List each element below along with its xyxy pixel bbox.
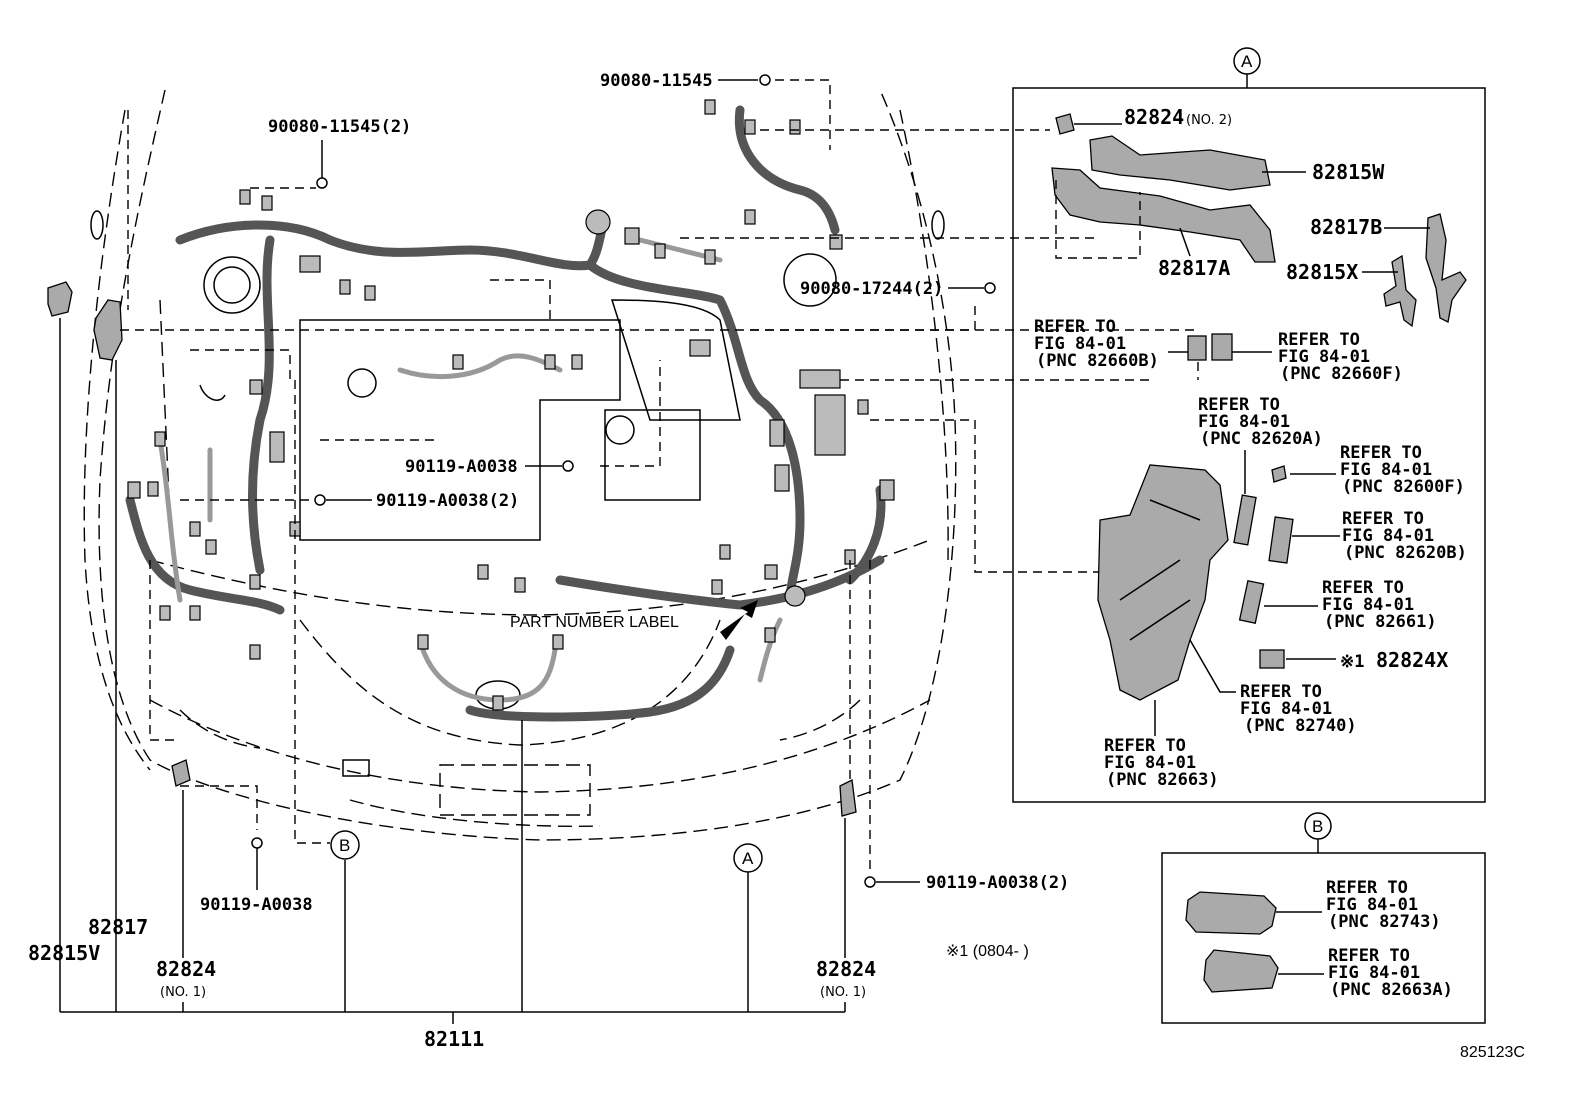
- car-body-outline: [83, 89, 957, 841]
- panel-b-title: B: [1312, 817, 1323, 836]
- part-82824x-prefix: ※1: [1340, 652, 1364, 672]
- circle-a-letter: A: [742, 849, 754, 868]
- part-82824-right-label: 82824: [816, 957, 876, 981]
- ref-82600f-l2: FIG 84-01: [1340, 460, 1432, 480]
- part-82815v-label: 82815V: [28, 941, 100, 965]
- ref-82661-l1: REFER TO: [1322, 578, 1404, 598]
- circle-a-marker: [733, 843, 763, 873]
- ref-82663-l2: FIG 84-01: [1104, 753, 1196, 773]
- leader-lines-solid: [59, 79, 984, 1024]
- ref-82743-l1: REFER TO: [1326, 878, 1408, 898]
- part-82815x-label: 82815X: [1286, 260, 1358, 284]
- junction-box-shape: [1097, 464, 1229, 701]
- part-82817b-label: 82817B: [1310, 215, 1382, 239]
- ref-82620b-l3: (PNC 82620B): [1344, 543, 1467, 563]
- ref-82740-l3: (PNC 82740): [1244, 716, 1357, 736]
- ref-82620b-l2: FIG 84-01: [1342, 526, 1434, 546]
- ref-82620a-l1: REFER TO: [1198, 395, 1280, 415]
- ref-82661-l3: (PNC 82661): [1324, 612, 1437, 632]
- main-view-labels: 90080-11545 90080-11545(2) 90080-17244(2…: [28, 71, 1525, 1061]
- ref-82660b-l3: (PNC 82660B): [1036, 351, 1159, 371]
- left-clip-parts: [47, 281, 857, 817]
- panel-a: A 82824 (NO. 2) 82815W 82817A 82817B 828…: [1012, 47, 1486, 803]
- panel-b-frame: [1161, 852, 1486, 1024]
- ref-82743-l2: FIG 84-01: [1326, 895, 1418, 915]
- relay-82660b-shape: [1187, 335, 1207, 361]
- ref-82663a-l3: (PNC 82663A): [1330, 980, 1453, 1000]
- part-82817-label: 82817: [88, 915, 148, 939]
- part-82824-no2-label: 82824: [1124, 105, 1184, 129]
- note-x1-date: ※1 (0804- ): [946, 943, 1029, 960]
- part-82111-label: 82111: [424, 1027, 484, 1051]
- ref-82620a-l3: (PNC 82620A): [1200, 429, 1323, 449]
- panel-b: B REFER TO FIG 84-01 (PNC 82743) REFER T…: [1161, 812, 1486, 1024]
- ref-82600f-l1: REFER TO: [1340, 443, 1422, 463]
- fuse-82620b-shape: [1268, 516, 1294, 564]
- part-82824-no2-shape: [1055, 113, 1075, 135]
- ref-82663-l1: REFER TO: [1104, 736, 1186, 756]
- ref-82660f-l2: FIG 84-01: [1278, 347, 1370, 367]
- relay-82824x-shape: [1259, 649, 1285, 669]
- ref-82620b-l1: REFER TO: [1342, 509, 1424, 529]
- figure-code: 825123C: [1460, 1044, 1525, 1061]
- panel-a-frame: [1012, 87, 1486, 803]
- part-number-arrow: [720, 600, 758, 640]
- bolt-label-90080-11545-2: 90080-11545(2): [268, 117, 411, 137]
- ref-82663a-l1: REFER TO: [1328, 946, 1410, 966]
- ref-82600f-l3: (PNC 82600F): [1342, 477, 1465, 497]
- ref-82660b-l1: REFER TO: [1034, 317, 1116, 337]
- bolt-label-90080-11545: 90080-11545: [600, 71, 713, 91]
- part-82824-no2-sub: (NO. 2): [1186, 113, 1232, 128]
- ref-82661-l2: FIG 84-01: [1322, 595, 1414, 615]
- ref-82620a-l2: FIG 84-01: [1198, 412, 1290, 432]
- ref-82660f-l1: REFER TO: [1278, 330, 1360, 350]
- part-82815w-label: 82815W: [1312, 160, 1385, 184]
- fuse-box-82663a-shape: [1203, 949, 1279, 993]
- ref-82740-l2: FIG 84-01: [1240, 699, 1332, 719]
- part-number-label-text: PART NUMBER LABEL: [510, 614, 679, 631]
- part-82817a-shape: [1051, 167, 1276, 263]
- bolt-label-90119-a0038-bottom: 90119-A0038: [200, 895, 313, 915]
- ref-82743-l3: (PNC 82743): [1328, 912, 1441, 932]
- fuse-82661-shape: [1238, 579, 1265, 624]
- ref-82663a-l2: FIG 84-01: [1328, 963, 1420, 983]
- part-82815x-shape: [1383, 254, 1417, 328]
- bolt-label-90119-a0038-2-mid: 90119-A0038(2): [376, 491, 519, 511]
- ref-82740-l1: REFER TO: [1240, 682, 1322, 702]
- panel-a-title: A: [1241, 52, 1253, 71]
- relay-82660f-shape: [1211, 333, 1233, 361]
- circle-b-marker: [330, 830, 360, 860]
- circle-b-letter: B: [339, 836, 350, 855]
- ref-82660b-l2: FIG 84-01: [1034, 334, 1126, 354]
- part-82824x-label: 82824X: [1376, 648, 1448, 672]
- part-82824-right-no: (NO. 1): [820, 985, 866, 1000]
- part-82817b-shape: [1425, 213, 1467, 323]
- fuse-82620a-shape: [1233, 494, 1257, 546]
- part-82817a-label: 82817A: [1158, 256, 1230, 280]
- ref-82663-l3: (PNC 82663): [1106, 770, 1219, 790]
- part-82815w-shape: [1089, 135, 1271, 191]
- fuse-82600f-shape: [1271, 465, 1287, 483]
- ref-82660f-l3: (PNC 82660F): [1280, 364, 1403, 384]
- part-82824-left-no: (NO. 1): [160, 985, 206, 1000]
- bolt-label-90080-17244-2: 90080-17244(2): [800, 279, 943, 299]
- part-82824-left-label: 82824: [156, 957, 216, 981]
- bolt-label-90119-a0038-mid: 90119-A0038: [405, 457, 518, 477]
- fuse-box-82743-shape: [1185, 891, 1277, 935]
- leader-lines-dashed: [120, 79, 1200, 870]
- bolt-label-90119-a0038-2-bottom: 90119-A0038(2): [926, 873, 1069, 893]
